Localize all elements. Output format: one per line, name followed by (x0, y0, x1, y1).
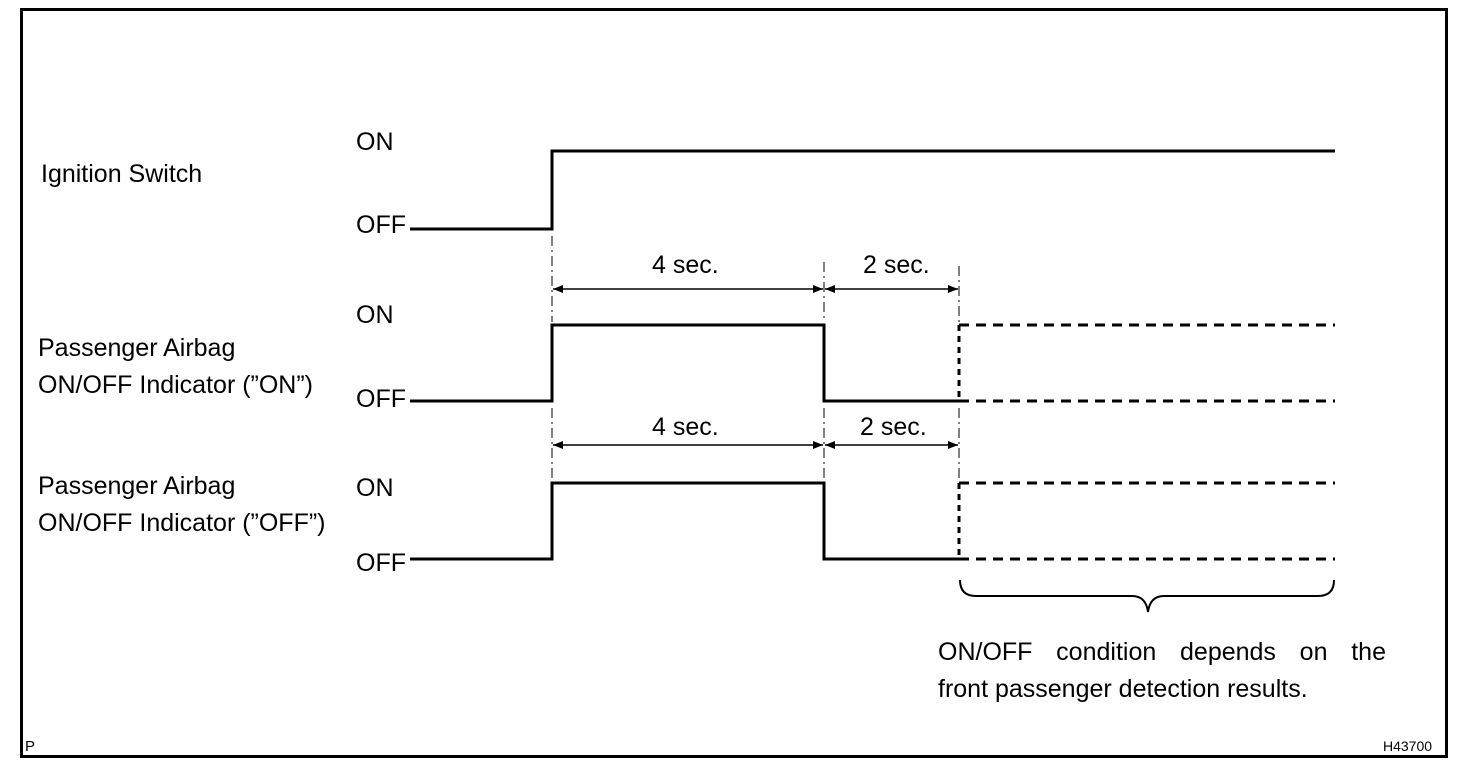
signal-name-ignition-switch: Ignition Switch (41, 160, 203, 188)
indicator-off-on-label: ON (356, 474, 394, 502)
indicator-off-waveform (410, 481, 959, 561)
condition-note: ON/OFF condition depends on the front pa… (938, 634, 1386, 708)
corner-marker: P (25, 738, 36, 755)
signal-name-indicator-off-line1: Passenger Airbag (38, 472, 236, 500)
condition-brace (959, 579, 1335, 613)
condition-note-line2: front passenger detection results. (938, 675, 1308, 703)
condition-note-line1: ON/OFF condition depends on the (938, 638, 1386, 666)
interval-2sec-label-1: 2 sec. (863, 251, 930, 279)
signal-name-indicator-on-line2: ON/OFF Indicator (”ON”) (38, 371, 314, 399)
interval-4sec-label-2: 4 sec. (652, 413, 719, 441)
signal-name-indicator-off-line2: ON/OFF Indicator (”OFF”) (38, 509, 326, 537)
ignition-switch-waveform (410, 149, 1335, 231)
interval-4sec-label-1: 4 sec. (652, 251, 719, 279)
indicator-on-waveform (410, 323, 959, 403)
indicator-on-off-label: OFF (356, 385, 406, 413)
interval-2sec-label-2: 2 sec. (860, 413, 927, 441)
diagram-frame (20, 8, 1448, 758)
ignition-off-label: OFF (356, 211, 406, 239)
ignition-on-label: ON (356, 128, 394, 156)
indicator-on-on-label: ON (356, 301, 394, 329)
signal-name-indicator-on-line1: Passenger Airbag (38, 334, 236, 362)
indicator-off-off-label: OFF (356, 549, 406, 577)
figure-id: H43700 (1383, 738, 1433, 754)
